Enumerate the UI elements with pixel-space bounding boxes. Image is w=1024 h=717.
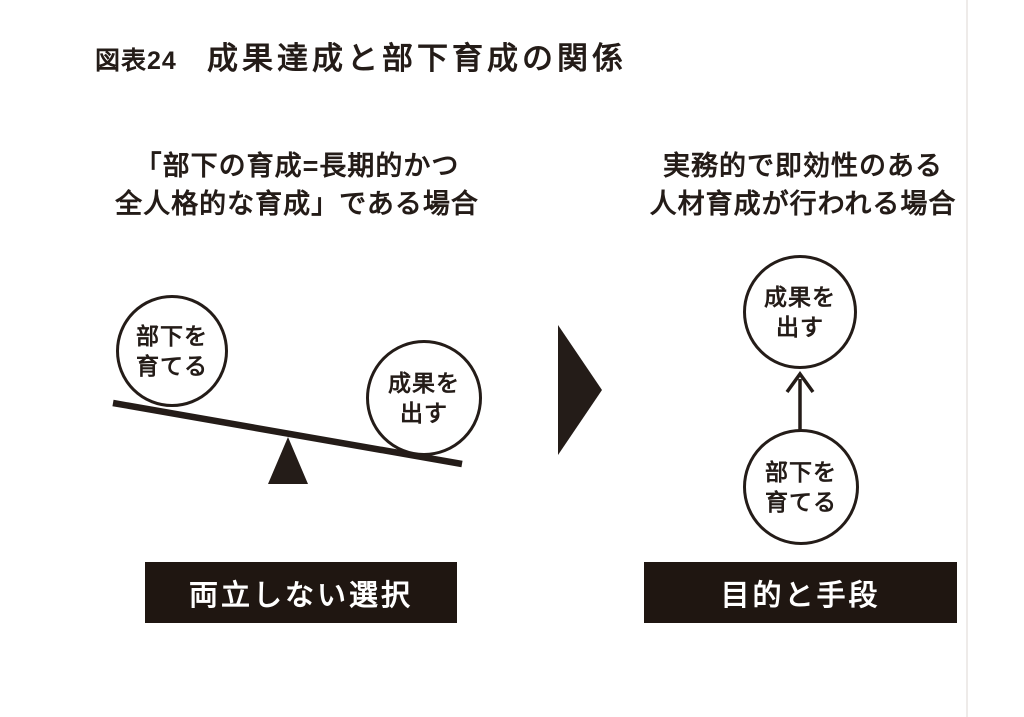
circle-text-line1: 部下を: [765, 459, 837, 485]
circle-text-line1: 部下を: [136, 323, 208, 349]
right-case-heading: 実務的で即効性のある 人材育成が行われる場合: [598, 147, 1008, 223]
left-case-heading-line2: 全人格的な育成」である場合: [115, 189, 479, 219]
figure-title: 成果達成と部下育成の関係: [207, 41, 627, 76]
left-caption-bar: 両立しない選択: [145, 562, 457, 623]
circle-text-line2: 育てる: [765, 489, 837, 515]
circle-text-line2: 出す: [400, 400, 448, 426]
figure-label: 図表24: [95, 47, 177, 75]
circle-develop-subordinates-right: 部下を 育てる: [743, 429, 859, 545]
circle-text-line1: 成果を: [764, 284, 836, 310]
left-caption-text: 両立しない選択: [188, 579, 413, 612]
circle-develop-subordinates-left: 部下を 育てる: [116, 295, 228, 407]
right-caption-text: 目的と手段: [720, 579, 881, 612]
circle-produce-results-right: 成果を 出す: [743, 255, 857, 369]
right-case-heading-line2: 人材育成が行われる場合: [649, 189, 957, 219]
circle-text-line1: 成果を: [388, 370, 460, 396]
page-edge-line: [966, 0, 968, 717]
fulcrum-icon: [268, 437, 308, 484]
transition-arrow-icon: [558, 325, 602, 455]
left-case-heading: 「部下の育成=長期的かつ 全人格的な育成」である場合: [92, 147, 502, 223]
circle-text-line2: 育てる: [136, 353, 208, 379]
seesaw-plank: [112, 399, 463, 468]
right-case-heading-line1: 実務的で即効性のある: [663, 151, 943, 181]
right-caption-bar: 目的と手段: [644, 562, 957, 623]
circle-text-line2: 出す: [776, 314, 824, 340]
up-arrow-icon: [785, 371, 815, 394]
left-case-heading-line1: 「部下の育成=長期的かつ: [134, 151, 460, 181]
circle-produce-results-left: 成果を 出す: [366, 340, 482, 456]
